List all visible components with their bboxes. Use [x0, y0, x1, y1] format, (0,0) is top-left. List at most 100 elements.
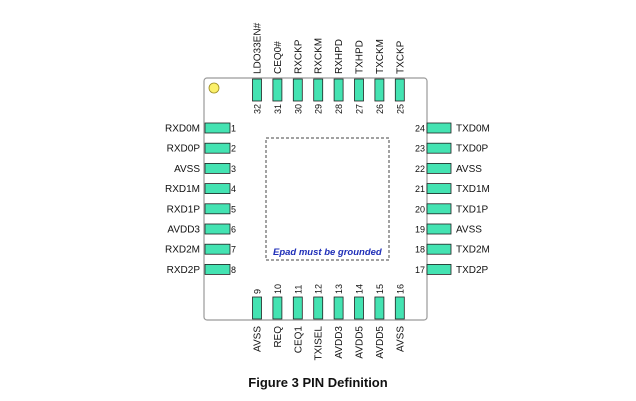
pin-12	[313, 296, 324, 320]
pin-label: RXD2M	[165, 245, 200, 256]
pin-3	[204, 162, 231, 174]
pin-number: 24	[415, 124, 425, 134]
pin-18	[426, 243, 452, 255]
pin-number: 20	[415, 204, 425, 214]
pin-label: RXD1M	[165, 184, 200, 195]
pin-7	[204, 243, 231, 255]
pin-label: AVDD3	[167, 225, 200, 236]
pin-14	[354, 296, 364, 320]
pin-label: CEQ1	[293, 326, 304, 354]
pin-17	[426, 263, 452, 275]
pin-25	[394, 78, 405, 102]
pin-label: TXD1M	[456, 184, 490, 195]
pin-number: 3	[231, 164, 236, 174]
pin-number: 6	[231, 225, 236, 235]
pin-16	[394, 296, 405, 320]
pin-1	[204, 122, 231, 134]
pin1-marker-icon	[208, 82, 220, 94]
pin-19	[426, 223, 452, 235]
pin-label: AVDD5	[355, 326, 366, 359]
pin-number: 14	[355, 284, 365, 294]
pin-number: 31	[273, 104, 283, 114]
pin-13	[333, 296, 344, 320]
pin-label: TXCKM	[375, 39, 386, 74]
pin-label: TXD2M	[456, 245, 490, 256]
pin-number: 21	[415, 184, 425, 194]
pin-21	[426, 183, 452, 195]
pin-number: 16	[395, 284, 405, 294]
pin-number: 9	[253, 289, 263, 294]
pin-number: 1	[231, 124, 236, 134]
pin-31	[272, 78, 283, 102]
pin-number: 26	[375, 104, 385, 114]
pin-label: RXCKP	[293, 39, 304, 74]
pin-number: 5	[231, 204, 236, 214]
pin-label: RXD0M	[165, 124, 200, 135]
pin-number: 29	[314, 104, 324, 114]
pin-number: 32	[253, 104, 263, 114]
pin-label: TXD1P	[456, 204, 489, 215]
pin-number: 17	[415, 265, 425, 275]
pin-label: AVSS	[456, 225, 482, 236]
figure-caption: Figure 3 PIN Definition	[248, 375, 387, 390]
pin-label: TXD0M	[456, 124, 490, 135]
pin-4	[204, 183, 231, 195]
pin-number: 12	[314, 284, 324, 294]
pin-number: 4	[231, 184, 236, 194]
pin-label: RXD1P	[167, 204, 201, 215]
pins-layer: 1RXD0M2RXD0P3AVSS4RXD1M5RXD1P6AVDD37RXD2…	[165, 22, 490, 360]
pin-label: RXD0P	[167, 144, 201, 155]
pin-8	[204, 263, 231, 275]
pin-number: 30	[293, 104, 303, 114]
pin-label: CEQ0#	[273, 41, 284, 74]
pin-number: 2	[231, 144, 236, 154]
pin-label: AVSS	[395, 326, 406, 352]
pin-label: TXD2P	[456, 265, 489, 276]
pin-number: 13	[334, 284, 344, 294]
pin-label: AVSS	[456, 164, 482, 175]
pin-30	[292, 78, 303, 102]
pin-number: 18	[415, 245, 425, 255]
pin-number: 25	[395, 104, 405, 114]
pin-23	[426, 142, 452, 154]
pin-label: TXHPD	[355, 40, 366, 74]
exposed-pad	[265, 137, 390, 261]
pin-5	[204, 203, 231, 215]
pin-label: TXCKP	[395, 40, 406, 74]
pin-label: TXD0P	[456, 144, 489, 155]
pin-label: RXCKM	[314, 38, 325, 74]
pin-label: LDO33EN#	[253, 22, 264, 74]
pin-29	[313, 78, 324, 102]
pin-label: TXISEL	[314, 326, 325, 361]
pin-24	[426, 122, 452, 134]
pin-2	[204, 142, 231, 154]
pin-number: 19	[415, 225, 425, 235]
pin-number: 11	[293, 285, 303, 294]
pin-label: AVSS	[253, 326, 264, 352]
pin-6	[204, 223, 231, 235]
pin-number: 8	[231, 265, 236, 275]
pin-number: 23	[415, 144, 425, 154]
epad-note: Epad must be grounded	[273, 247, 382, 258]
pin-label: AVDD5	[375, 326, 386, 359]
pin-15	[374, 296, 385, 320]
pin-number: 7	[231, 245, 236, 255]
pin-20	[426, 203, 452, 215]
pin-number: 15	[375, 284, 385, 294]
pin-label: REQ	[273, 326, 284, 348]
pin-label: AVDD3	[334, 326, 345, 359]
pin-22	[426, 162, 452, 174]
pin-9	[252, 296, 262, 320]
pin-number: 28	[334, 104, 344, 114]
pin-11	[292, 296, 303, 320]
pin-label: RXHPD	[334, 39, 345, 74]
pin-label: AVSS	[174, 164, 200, 175]
pin-number: 10	[273, 284, 283, 294]
pin-number: 27	[355, 104, 365, 114]
pin-26	[374, 78, 385, 102]
pin-label: RXD2P	[167, 265, 201, 276]
pin-32	[252, 78, 262, 102]
pin-number: 22	[415, 164, 425, 174]
pin-28	[333, 78, 344, 102]
